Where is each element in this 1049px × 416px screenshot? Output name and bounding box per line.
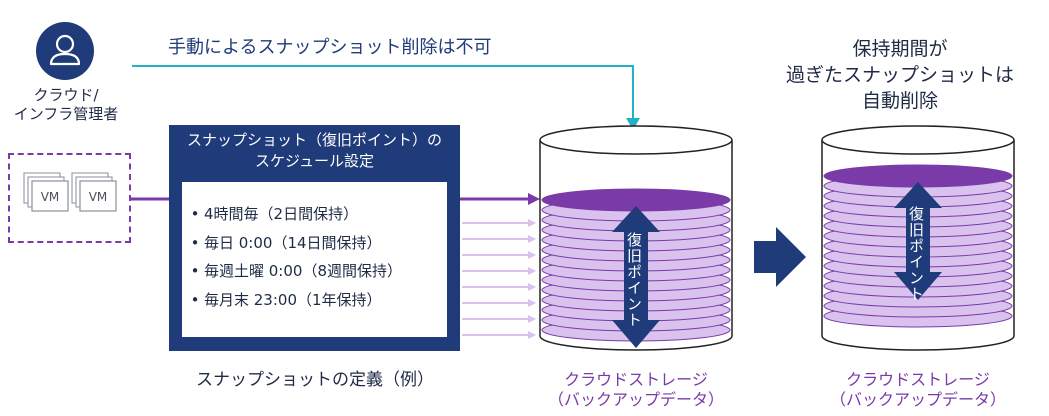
transition-arrow-icon [754, 227, 806, 287]
storage-cylinder-left [539, 125, 733, 351]
schedule-title: スナップショット（復旧ポイント）の スケジュール設定 [169, 130, 460, 172]
admin-avatar [36, 22, 94, 80]
recovery-point-label-left: 復旧ポイント [625, 232, 643, 328]
schedule-item: •4時間毎（2日間保持） [190, 205, 359, 223]
admin-label-line2: インフラ管理者 [13, 105, 119, 123]
schedule-item: •毎日 0:00（14日間保持） [190, 233, 382, 252]
schedule-list-panel [182, 182, 447, 337]
schedule-title-line1: スナップショット（復旧ポイント）の [186, 131, 442, 149]
schedule-list: •4時間毎（2日間保持） •毎日 0:00（14日間保持） •毎週土曜 0:00… [186, 203, 402, 317]
schedule-to-storage-arrowhead [528, 193, 540, 205]
recovery-point-arrow-icon [612, 206, 660, 348]
storage-label-right: クラウドストレージ （バックアップデータ） [829, 370, 1006, 409]
schedule-title-line2: スケジュール設定 [255, 152, 374, 170]
user-icon [49, 34, 81, 66]
vm-stack-icons: VM VM [23, 172, 117, 212]
vm-label-2: VM [89, 190, 108, 204]
manual-delete-label: 手動によるスナップショット削除は不可 [168, 37, 492, 58]
vm-icon: VM [71, 172, 117, 212]
schedule-item: •毎週土曜 0:00（8週間保持） [190, 262, 402, 280]
snapshot-definition-label: スナップショットの定義（例） [196, 370, 434, 390]
admin-label-line1: クラウド/ [33, 86, 99, 104]
recovery-point-label-right: 復旧ポイント [907, 206, 925, 302]
recovery-point-arrow-icon [894, 182, 942, 300]
manual-delete-arrowhead [626, 118, 640, 130]
manual-delete-connector [132, 65, 634, 120]
storage-cylinder-right [821, 125, 1015, 351]
snapshot-flow-arrows [462, 219, 536, 339]
vm-icon: VM [23, 172, 69, 212]
schedule-item: •毎月末 23:00（1年保持） [190, 290, 382, 309]
admin-label: クラウド/ インフラ管理者 [0, 86, 132, 124]
retention-label: 保持期間が 過ぎたスナップショットは 自動削除 [785, 38, 1014, 112]
vm-label-1: VM [41, 190, 60, 204]
storage-label-left: クラウドストレージ （バックアップデータ） [547, 370, 724, 409]
vm-group: VM VM [8, 153, 131, 243]
